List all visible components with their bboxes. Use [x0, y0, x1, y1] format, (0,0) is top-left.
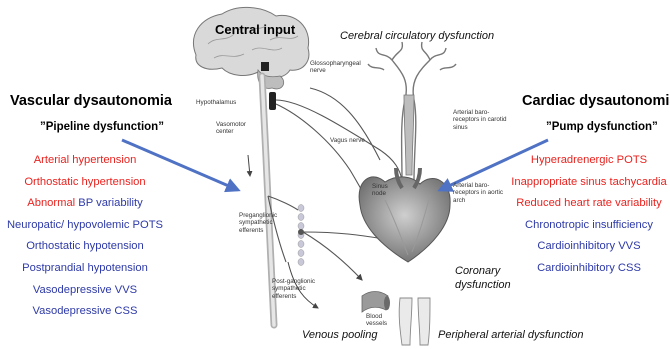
cardiac-subtitle: ”Pump dysfunction”: [546, 121, 658, 133]
vascular-subtitle: ”Pipeline dysfunction”: [40, 121, 164, 133]
cardiac-item: Cardioinhibitory CSS: [508, 258, 670, 280]
cardiac-list: Hyperadrenergic POTS Inappropriate sinus …: [508, 150, 670, 280]
vascular-item: Abnormal BP variability: [0, 193, 170, 215]
venous-label: Venous pooling: [302, 329, 377, 341]
hypothalamus-label: Hypothalamus: [196, 99, 236, 106]
central-input-label: Central input: [215, 22, 295, 37]
postganglionic-label: Post-ganglionic sympathetic efferents: [272, 278, 318, 300]
item-text: Vasodepressive CSS: [33, 305, 138, 317]
item-text: Orthostatic hypotension: [26, 240, 144, 252]
vascular-item: Vasodepressive CSS: [0, 301, 170, 323]
vascular-item: Orthostatic hypotension: [0, 236, 170, 258]
cerebral-label: Cerebral circulatory dysfunction: [340, 30, 494, 42]
item-text: Cardioinhibitory CSS: [537, 262, 641, 274]
blood-vessels-label: Blood vessels: [366, 313, 392, 328]
glossopharyngeal-label: Glossopharyngeal nerve: [310, 60, 372, 75]
vascular-item: Orthostatic hypertension: [0, 172, 170, 194]
vasomotor-label: Vasomotor center: [216, 121, 254, 136]
item-text: Reduced heart rate variability: [516, 197, 662, 209]
item-text: Hyperadrenergic POTS: [531, 154, 647, 166]
cardiac-item: Chronotropic insufficiency: [508, 215, 670, 237]
blood-vessel-drawing: [362, 292, 390, 313]
item-text: BP variability: [78, 197, 142, 209]
baro-aortic-label: Arterial baro-receptors in aortic arch: [453, 182, 507, 204]
vagus-label: Vagus nerve: [330, 137, 365, 144]
item-text: Orthostatic hypertension: [24, 176, 145, 188]
coronary-label: Coronary dysfunction: [455, 264, 515, 292]
cardiac-item: Reduced heart rate variability: [508, 193, 670, 215]
sinus-node-label: Sinus node: [372, 183, 396, 198]
cardiac-title: Cardiac dysautonomia: [522, 93, 670, 109]
item-text: Neuropatic/ hypovolemic POTS: [7, 219, 163, 231]
vascular-item: Vasodepressive VVS: [0, 280, 170, 302]
item-text: Vasodepressive VVS: [33, 284, 137, 296]
vascular-item: Neuropatic/ hypovolemic POTS: [0, 215, 170, 237]
item-text: Cardioinhibitory VVS: [537, 240, 640, 252]
baro-carotid-label: Arterial baro-receptors in carotid sinus: [453, 109, 507, 131]
item-text: Abnormal: [27, 197, 78, 209]
peripheral-label: Peripheral arterial dysfunction: [438, 329, 584, 341]
item-text: Arterial hypertension: [34, 154, 137, 166]
brain-drawing: [194, 7, 309, 88]
vascular-title: Vascular dysautonomia: [10, 93, 172, 109]
vascular-item: Postprandial hypotension: [0, 258, 170, 280]
vascular-item: Arterial hypertension: [0, 150, 170, 172]
legs-drawing: [399, 298, 430, 345]
preganglionic-label: Preganglionic sympathetic efferents: [239, 212, 295, 234]
item-text: Chronotropic insufficiency: [525, 219, 653, 231]
item-text: Postprandial hypotension: [22, 262, 148, 274]
cardiac-item: Inappropriate sinus tachycardia: [508, 172, 670, 194]
cardiac-item: Hyperadrenergic POTS: [508, 150, 670, 172]
cardiac-item: Cardioinhibitory VVS: [508, 236, 670, 258]
item-text: Inappropriate sinus tachycardia: [511, 176, 666, 188]
